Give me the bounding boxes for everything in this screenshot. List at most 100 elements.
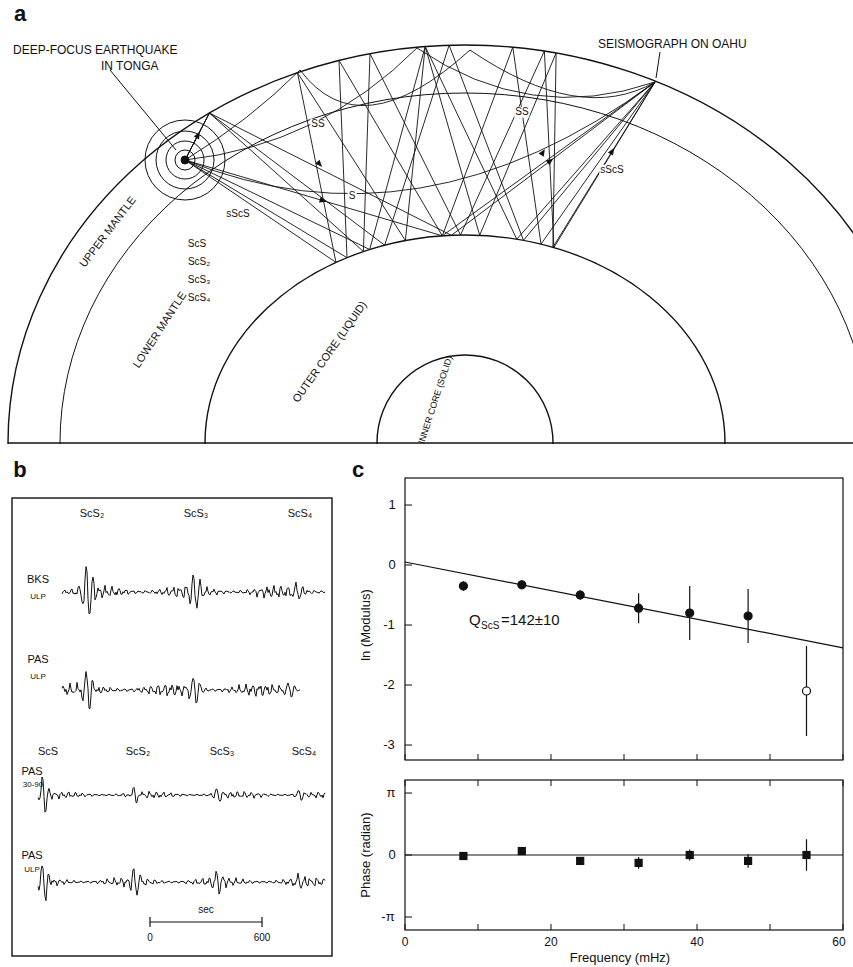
axis-tick xyxy=(770,780,771,786)
fit-line xyxy=(405,854,843,855)
ss-ray xyxy=(185,48,655,160)
data-point xyxy=(745,857,752,864)
sss-ray xyxy=(185,50,655,160)
axis-tick xyxy=(697,924,698,930)
phase-name: ScS₃ xyxy=(183,508,210,520)
fit-line xyxy=(405,562,843,648)
phase-name: ScS₄ xyxy=(187,293,211,304)
axis-tick xyxy=(697,754,698,760)
axis-tick xyxy=(405,754,406,760)
data-point xyxy=(518,848,525,855)
phase-name: ScS₂ xyxy=(187,257,211,268)
scale-tick xyxy=(149,917,150,927)
axis-tick xyxy=(551,780,552,786)
axis-tick xyxy=(551,754,552,760)
station-name: PAS xyxy=(26,654,49,666)
tick-label: 1 xyxy=(387,498,396,512)
leader-line xyxy=(110,70,176,150)
data-point xyxy=(518,581,526,589)
panel-letter: a xyxy=(13,2,27,25)
scale-tick xyxy=(261,917,262,927)
data-point xyxy=(576,591,584,599)
axis-tick xyxy=(405,780,406,786)
phase-name: ScS xyxy=(37,746,59,758)
axis-tick xyxy=(405,745,412,746)
data-point xyxy=(635,604,643,612)
axis-title: ln (Modulus) xyxy=(359,588,373,662)
ray-arrowhead xyxy=(539,149,545,156)
tick-label: 0 xyxy=(387,848,396,862)
axis-tick xyxy=(405,917,412,918)
data-point xyxy=(803,687,811,695)
data-point xyxy=(460,852,467,859)
seismogram-trace xyxy=(62,672,300,709)
tick-label: -3 xyxy=(382,738,396,752)
tick-label: -π xyxy=(380,910,395,924)
axis-tick xyxy=(770,924,771,930)
s-ray xyxy=(185,82,655,194)
instrument-name: ULP xyxy=(23,866,41,874)
tick-label: -1 xyxy=(382,618,396,632)
seismogram-trace xyxy=(62,567,325,614)
panel-letter: b xyxy=(12,458,27,481)
axis-tick xyxy=(478,754,479,760)
tick-label: 0 xyxy=(401,936,410,949)
ray-label: SS xyxy=(310,119,325,130)
layer-name: LOWER MANTLE xyxy=(131,289,190,371)
ray-label: S xyxy=(348,191,357,202)
scale-bar xyxy=(150,921,262,922)
scs-ray xyxy=(185,47,655,258)
annotation: =142±10 xyxy=(500,612,561,628)
instrument-name: 30-90 xyxy=(22,781,44,789)
station-name: PAS xyxy=(20,766,43,778)
scs-ray xyxy=(185,82,655,236)
phase-plot-frame xyxy=(405,780,843,930)
ray-label: sScS xyxy=(599,165,624,176)
axis-tick xyxy=(405,924,406,930)
instrument-name: ULP xyxy=(29,593,47,601)
modulus-plot-frame xyxy=(405,478,843,760)
axis-tick xyxy=(843,754,844,760)
callout-text: DEEP-FOCUS EARTHQUAKE xyxy=(12,44,178,57)
station-name: BKS xyxy=(26,574,50,586)
phase-name: ScS₄ xyxy=(291,746,318,758)
data-point xyxy=(803,852,810,859)
phase-name: ScS₂ xyxy=(79,508,105,520)
scale-unit: sec xyxy=(197,905,215,916)
axis-tick xyxy=(843,924,844,930)
ray-label: SS xyxy=(514,107,529,118)
data-point xyxy=(459,582,467,590)
seismogram-trace xyxy=(38,866,325,901)
axis-tick xyxy=(478,780,479,786)
tick-label: π xyxy=(386,786,397,800)
callout-text: IN TONGA xyxy=(100,60,160,73)
scale-value: 600 xyxy=(253,933,272,944)
panel-letter: c xyxy=(351,458,365,481)
axis-title: Frequency (mHz) xyxy=(569,951,671,965)
ray-arrowhead xyxy=(315,160,322,167)
lower-mask xyxy=(0,444,853,967)
axis-tick xyxy=(405,625,412,626)
tick-label: 20 xyxy=(543,936,558,949)
annotation: Q xyxy=(468,612,482,628)
axis-tick xyxy=(697,780,698,786)
annotation: ScS xyxy=(480,621,500,632)
axis-tick xyxy=(405,685,412,686)
station-name: PAS xyxy=(20,850,43,862)
tick-label: -2 xyxy=(382,678,396,692)
layer-name: UPPER MANTLE xyxy=(77,194,139,271)
ray-label: sScS xyxy=(225,209,250,220)
axis-tick xyxy=(478,924,479,930)
data-point xyxy=(635,859,642,866)
axis-tick xyxy=(770,754,771,760)
phase-name: ScS₂ xyxy=(125,746,151,758)
leader-line xyxy=(656,52,660,78)
data-point xyxy=(577,857,584,864)
sscs-ray xyxy=(185,82,655,235)
scale-value: 0 xyxy=(146,933,154,944)
callout-text: SEISMOGRAPH ON OAHU xyxy=(597,38,748,51)
seismogram-trace xyxy=(38,777,325,812)
ray-arrowhead xyxy=(608,148,614,156)
base-line xyxy=(8,442,853,443)
phase-name: ScS₄ xyxy=(287,508,314,520)
